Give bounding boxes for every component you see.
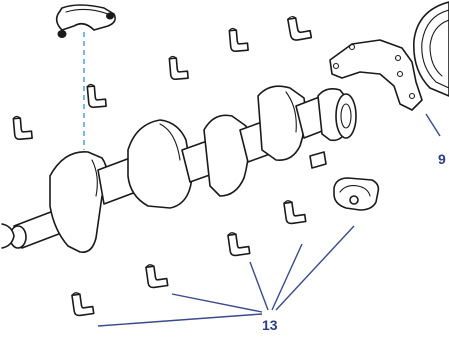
flywheel-edge bbox=[413, 1, 449, 97]
crankshaft bbox=[1, 85, 357, 254]
bearing-shell bbox=[168, 55, 189, 81]
callout-9-leader bbox=[425, 113, 441, 137]
rear-seal-retainer bbox=[329, 39, 423, 111]
callout-13-label: 13 bbox=[262, 317, 278, 333]
callout-9-label: 9 bbox=[438, 151, 446, 167]
bearing-shell bbox=[145, 264, 169, 289]
bearing-shell bbox=[86, 83, 107, 109]
callout-13-leaders bbox=[97, 225, 355, 327]
bearing-shell bbox=[228, 27, 249, 53]
bearing-shell bbox=[333, 177, 380, 211]
main-bearing-cap bbox=[55, 4, 116, 38]
bearing-shell bbox=[283, 200, 307, 225]
bearing-shell bbox=[227, 232, 251, 257]
bearing-shell bbox=[12, 115, 33, 141]
bearing-shell bbox=[71, 292, 95, 317]
bearing-shell bbox=[287, 16, 313, 41]
